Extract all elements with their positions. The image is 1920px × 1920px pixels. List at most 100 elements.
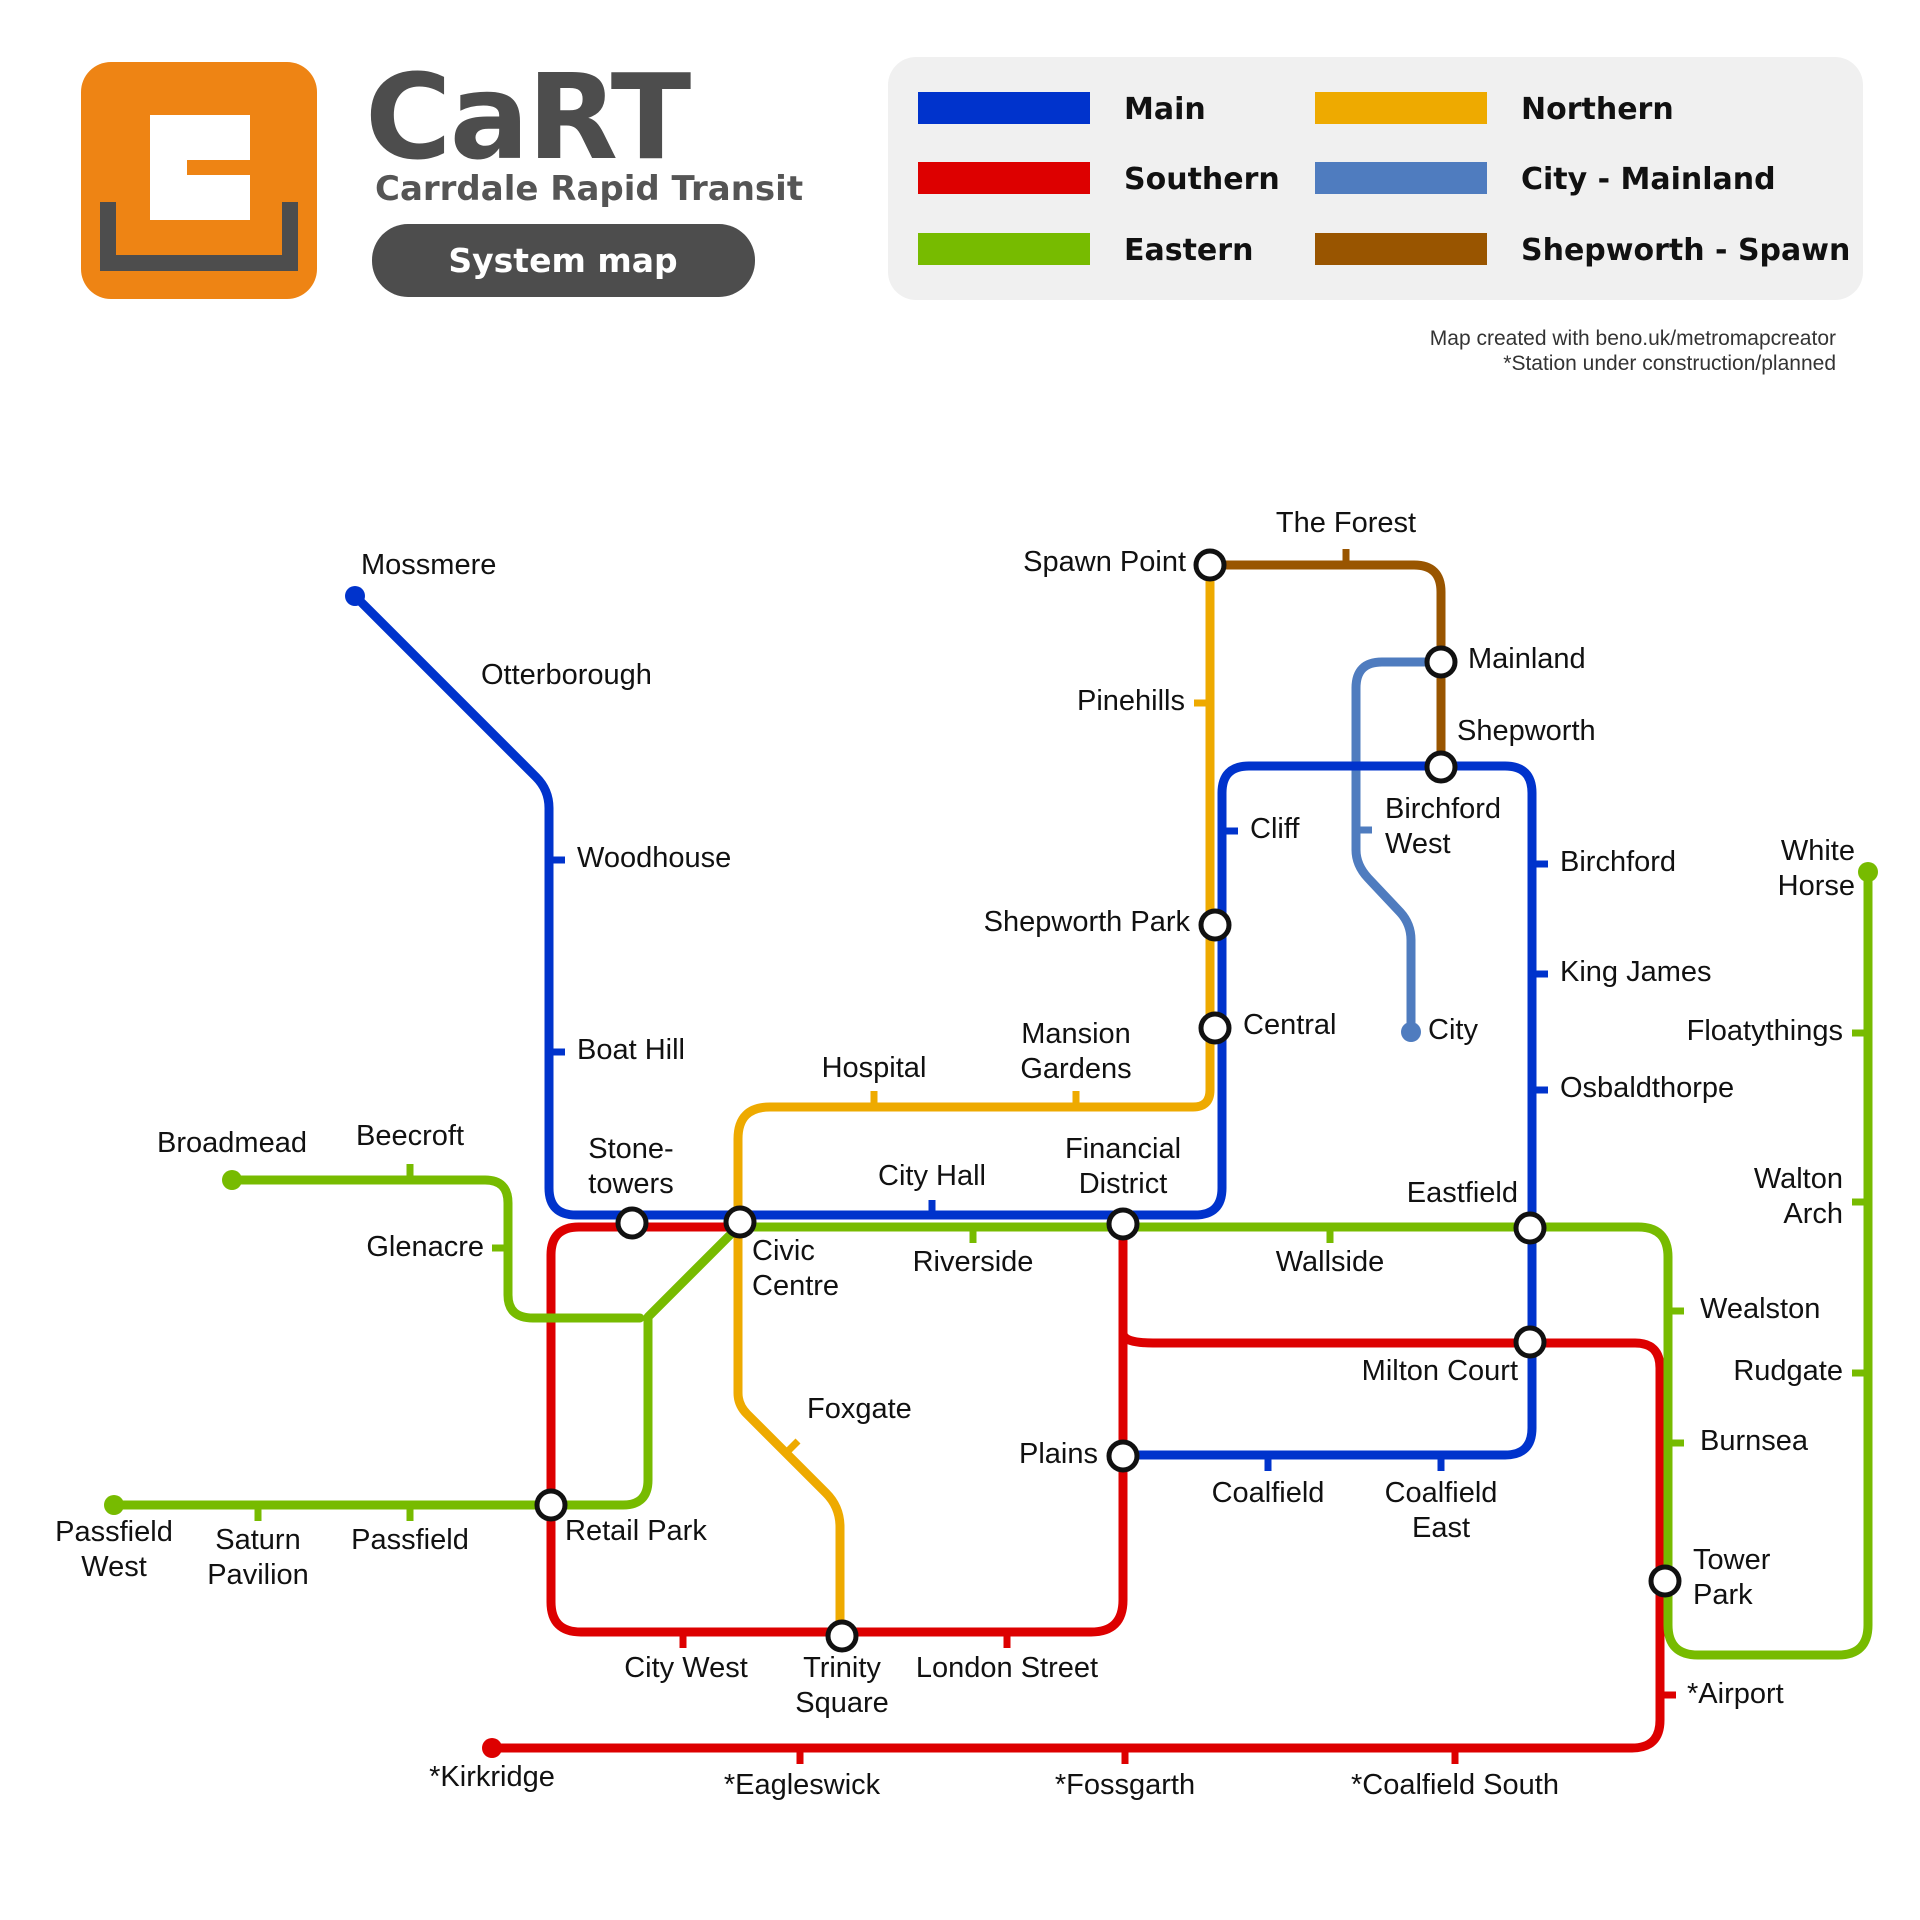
station-label-line: Saturn	[215, 1524, 300, 1556]
station-label-kirkridge[interactable]: *Kirkridge	[429, 1761, 555, 1793]
station-label-city-west[interactable]: City West	[624, 1652, 748, 1684]
station-label-cliff[interactable]: Cliff	[1250, 813, 1300, 845]
station-label-king-james[interactable]: King James	[1560, 956, 1712, 988]
system-map-pill-label: System map	[448, 241, 677, 280]
legend-label-northern: Northern	[1521, 92, 1674, 127]
station-label-shepworth-park[interactable]: Shepworth Park	[984, 906, 1191, 938]
interchange-trinity-square[interactable]	[825, 1619, 859, 1653]
station-label-osbaldthorpe[interactable]: Osbaldthorpe	[1560, 1072, 1734, 1104]
station-label-line: Square	[795, 1687, 889, 1719]
system-map-pill	[372, 224, 755, 297]
station-label-airport[interactable]: *Airport	[1687, 1678, 1784, 1710]
station-label-pinehills[interactable]: Pinehills	[1077, 685, 1185, 717]
station-label-stonetowers[interactable]: Stone-towers	[588, 1133, 673, 1200]
station-label-floatythings[interactable]: Floatythings	[1687, 1015, 1843, 1047]
station-label-wealston[interactable]: Wealston	[1700, 1293, 1820, 1325]
legend-swatch-shepworth-spawn	[1315, 233, 1487, 265]
station-label-retail-park[interactable]: Retail Park	[565, 1515, 707, 1547]
station-label-boat-hill[interactable]: Boat Hill	[577, 1034, 685, 1066]
station-label-line: Centre	[752, 1270, 839, 1302]
interchange-stonetowers[interactable]	[615, 1206, 649, 1240]
station-label-foxgate[interactable]: Foxgate	[807, 1393, 912, 1425]
station-label-line: Birchford	[1385, 793, 1501, 825]
station-label-the-forest[interactable]: The Forest	[1276, 507, 1416, 539]
station-label-woodhouse[interactable]: Woodhouse	[577, 842, 731, 874]
interchange-milton-court[interactable]	[1513, 1325, 1547, 1359]
station-label-line: Mansion	[1021, 1018, 1131, 1050]
station-label-broadmead[interactable]: Broadmead	[157, 1127, 307, 1159]
interchange-mainland[interactable]	[1424, 645, 1458, 679]
station-label-central[interactable]: Central	[1243, 1009, 1337, 1041]
station-label-beecroft[interactable]: Beecroft	[356, 1120, 464, 1152]
station-label-mainland[interactable]: Mainland	[1468, 643, 1586, 675]
interchange-shepworth[interactable]	[1424, 750, 1458, 784]
station-label-rudgate[interactable]: Rudgate	[1733, 1355, 1843, 1387]
lines-layer	[109, 560, 1873, 1753]
station-label-riverside[interactable]: Riverside	[913, 1246, 1034, 1278]
interchange-spawn-point[interactable]	[1193, 548, 1227, 582]
station-label-city[interactable]: City	[1428, 1014, 1478, 1046]
station-label-coalfield[interactable]: Coalfield	[1212, 1477, 1325, 1509]
station-label-eastfield[interactable]: Eastfield	[1407, 1177, 1518, 1209]
route-main-segment-1	[350, 591, 1537, 1460]
station-label-mossmere[interactable]: Mossmere	[361, 549, 496, 581]
station-label-line: Passfield	[55, 1516, 173, 1548]
station-label-hospital[interactable]: Hospital	[822, 1052, 927, 1084]
station-label-otterborough[interactable]: Otterborough	[481, 659, 652, 691]
terminus-white-horse[interactable]	[1858, 862, 1878, 882]
station-label-milton-court[interactable]: Milton Court	[1362, 1355, 1518, 1387]
interchange-shepworth-park[interactable]	[1198, 908, 1232, 942]
legend-swatch-northern	[1315, 92, 1487, 124]
legend-swatch-eastern	[918, 233, 1090, 265]
station-label-line: West	[81, 1551, 147, 1583]
station-label-passfield[interactable]: Passfield	[351, 1524, 469, 1556]
route-southern-segment-1	[487, 1328, 1665, 1753]
station-label-coalfield-south[interactable]: *Coalfield South	[1351, 1769, 1559, 1801]
station-label-line: District	[1079, 1168, 1168, 1200]
station-label-wallside[interactable]: Wallside	[1276, 1246, 1385, 1278]
terminus-city[interactable]	[1401, 1022, 1421, 1042]
terminus-kirkridge[interactable]	[482, 1738, 502, 1758]
station-label-spawn-point[interactable]: Spawn Point	[1023, 546, 1186, 578]
station-label-birchford[interactable]: Birchford	[1560, 846, 1676, 878]
station-label-shepworth[interactable]: Shepworth	[1457, 715, 1596, 747]
interchange-central[interactable]	[1198, 1011, 1232, 1045]
station-label-glenacre[interactable]: Glenacre	[366, 1231, 484, 1263]
terminus-mossmere[interactable]	[345, 586, 365, 606]
station-label-burnsea[interactable]: Burnsea	[1700, 1425, 1809, 1457]
station-tick-otterborough[interactable]	[463, 704, 481, 722]
interchange-eastfield[interactable]	[1513, 1211, 1547, 1245]
interchange-civic-centre[interactable]	[723, 1205, 757, 1239]
interchange-plains[interactable]	[1106, 1439, 1140, 1473]
station-label-eagleswick[interactable]: *Eagleswick	[724, 1769, 881, 1801]
terminus-broadmead[interactable]	[222, 1170, 242, 1190]
station-label-line: Tower	[1693, 1544, 1771, 1576]
station-label-city-hall[interactable]: City Hall	[878, 1160, 986, 1192]
interchange-financial-district[interactable]	[1106, 1207, 1140, 1241]
interchange-tower-park[interactable]	[1648, 1564, 1682, 1598]
app-subtitle: Carrdale Rapid Transit	[375, 169, 803, 209]
station-label-plains[interactable]: Plains	[1019, 1438, 1098, 1470]
interchange-retail-park[interactable]	[534, 1488, 568, 1522]
interchanges-layer	[534, 548, 1682, 1653]
station-label-fossgarth[interactable]: *Fossgarth	[1055, 1769, 1195, 1801]
line-terminus-layer	[104, 586, 1878, 1758]
station-tick-foxgate[interactable]	[783, 1438, 801, 1456]
station-label-line: Pavilion	[207, 1559, 309, 1591]
station-label-line: Financial	[1065, 1133, 1181, 1165]
terminus-passfield-west[interactable]	[104, 1495, 124, 1515]
station-label-london-street[interactable]: London Street	[916, 1652, 1098, 1684]
station-label-line: Park	[1693, 1579, 1753, 1611]
